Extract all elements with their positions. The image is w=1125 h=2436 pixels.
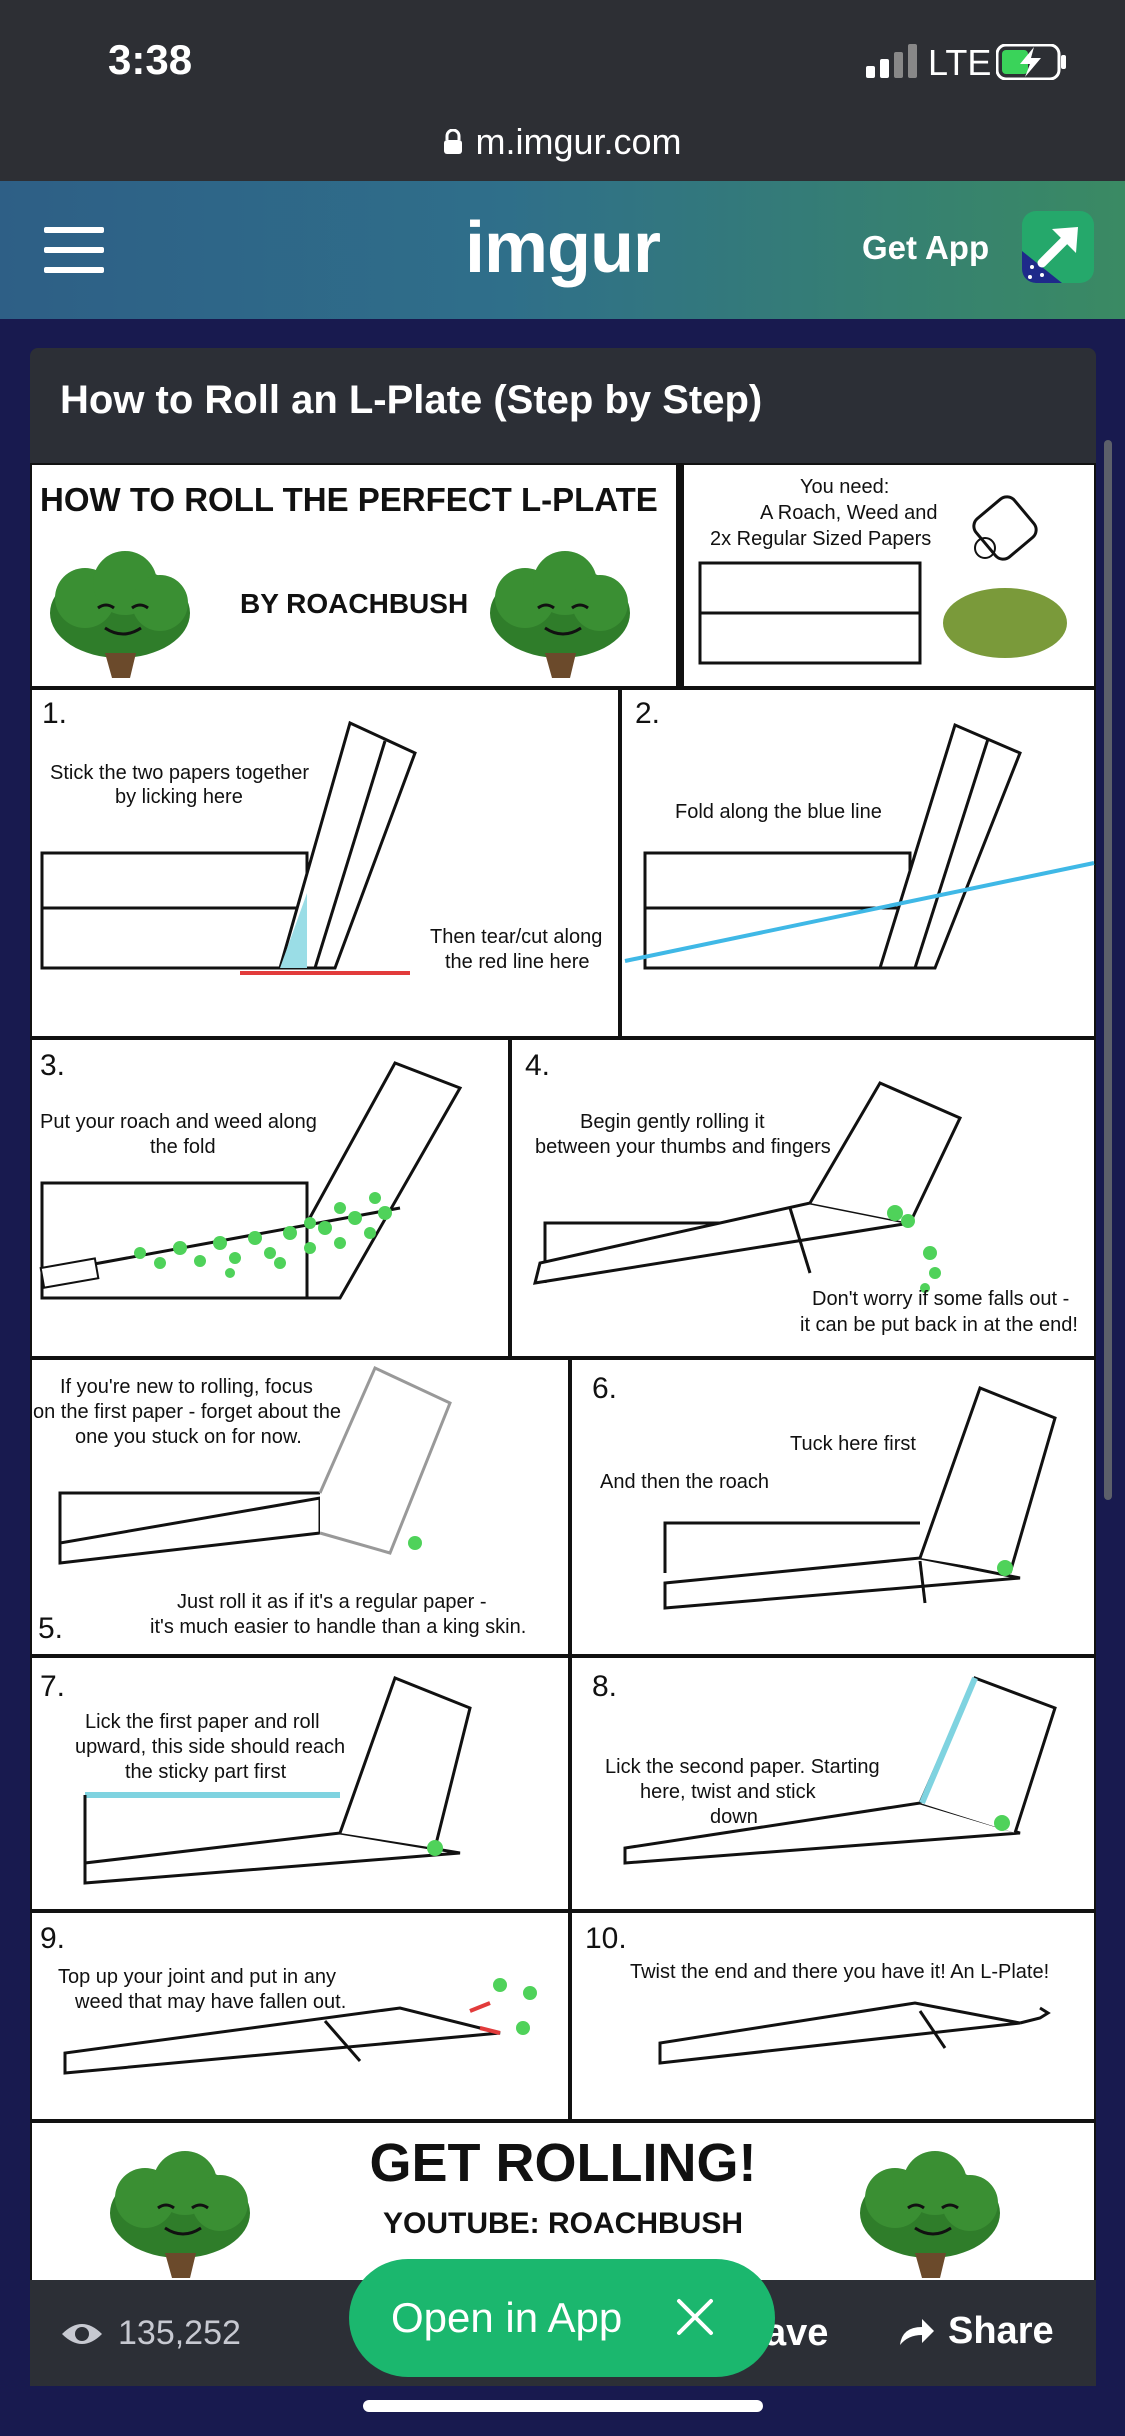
step-9-number: 9.	[40, 1922, 65, 1955]
share-label: Share	[948, 2310, 1054, 2352]
step-2-text-1: Fold along the blue line	[675, 801, 882, 823]
comic-drawing: HOW TO ROLL THE PERFECT L-PLATE BY ROACH…	[30, 461, 1096, 2386]
post-card: How to Roll an L-Plate (Step by Step)	[30, 348, 1096, 2386]
views-value: 135,252	[118, 2314, 241, 2352]
step-1-text-2: by licking here	[115, 786, 243, 808]
step-6-number: 6.	[592, 1372, 617, 1405]
open-in-app-label: Open in App	[391, 2294, 623, 2341]
step-4-panel: 4. Begin gently rolling it between your …	[508, 1036, 1096, 1360]
close-icon[interactable]	[671, 2293, 719, 2341]
views-count: 135,252	[60, 2314, 241, 2353]
step-4-number: 4.	[525, 1049, 550, 1082]
imgur-logo[interactable]: imgur	[464, 208, 661, 288]
step-1-text-3: Then tear/cut along	[430, 926, 602, 948]
step-8-number: 8.	[592, 1670, 617, 1703]
step-10-panel: 10. Twist the end and there you have it!…	[568, 1909, 1096, 2123]
step-5-text-4: Just roll it as if it's a regular paper …	[177, 1591, 487, 1613]
get-app-link[interactable]: Get App	[862, 229, 990, 266]
battery-charging-icon	[996, 44, 1066, 80]
step-1-text-4: the red line here	[445, 951, 590, 973]
step-7-text-3: the sticky part first	[125, 1761, 287, 1783]
step-10-text-1: Twist the end and there you have it! An …	[630, 1961, 1049, 1983]
comic-byline: BY ROACHBUSH	[240, 588, 468, 619]
eye-icon	[62, 2323, 102, 2344]
step-2-number: 2.	[635, 697, 660, 730]
step-6-text-2: And then the roach	[600, 1471, 769, 1493]
step-7-number: 7.	[40, 1670, 65, 1703]
lock-icon	[444, 129, 463, 154]
step-4-text-4: it can be put back in at the end!	[800, 1314, 1078, 1336]
step-3-text-2: the fold	[150, 1136, 216, 1158]
you-need-panel: You need: A Roach, Weed and 2x Regular S…	[680, 461, 1096, 690]
step-4-text-3: Don't worry if some falls out -	[812, 1288, 1069, 1310]
save-button[interactable]: ave	[765, 2312, 829, 2354]
roach-icon	[972, 495, 1038, 561]
step-7-panel: 7. Lick the first paper and roll upward,…	[30, 1654, 572, 1913]
site-header: imgur Get App	[0, 181, 1125, 319]
step-5-text-2: on the first paper - forget about the	[33, 1401, 341, 1423]
step-5-text-3: one you stuck on for now.	[75, 1426, 302, 1448]
step-8-text-1: Lick the second paper. Starting	[605, 1756, 880, 1778]
step-1-text-1: Stick the two papers together	[50, 762, 309, 784]
post-title: How to Roll an L-Plate (Step by Step)	[60, 378, 763, 422]
step-7-text-1: Lick the first paper and roll	[85, 1711, 320, 1733]
share-button[interactable]: Share	[896, 2310, 1054, 2353]
status-bar: 3:38 LTE	[0, 0, 1125, 115]
step-3-panel: 3. Put your roach and weed along the fol…	[30, 1036, 512, 1360]
step-8-panel: 8. Lick the second paper. Starting here,…	[568, 1654, 1096, 1913]
you-need-line-2: A Roach, Weed and	[760, 502, 938, 524]
url-text: m.imgur.com	[475, 121, 682, 162]
weed-crumbs	[134, 1192, 392, 1278]
footer-title: GET ROLLING!	[370, 2133, 757, 2193]
step-5-number: 5.	[38, 1612, 63, 1645]
network-type: LTE	[928, 42, 992, 83]
step-5-text-5: it's much easier to handle than a king s…	[150, 1616, 526, 1638]
weed-bud	[943, 588, 1067, 658]
step-8-text-3: down	[710, 1806, 758, 1828]
app-icon[interactable]	[1022, 211, 1094, 283]
step-9-text-1: Top up your joint and put in any	[58, 1966, 336, 1988]
step-4-text-1: Begin gently rolling it	[580, 1111, 765, 1133]
step-9-panel: 9. Top up your joint and put in any weed…	[30, 1909, 572, 2123]
step-7-text-2: upward, this side should reach	[75, 1736, 345, 1758]
step-6-panel: 6. Tuck here first And then the roach	[568, 1356, 1096, 1658]
you-need-line-3: 2x Regular Sized Papers	[710, 528, 931, 550]
step-1-number: 1.	[42, 697, 67, 730]
menu-hamburger-icon[interactable]	[44, 227, 104, 273]
url-bar[interactable]: m.imgur.com	[0, 115, 1125, 181]
step-2-panel: 2. Fold along the blue line	[618, 686, 1096, 1040]
status-time: 3:38	[108, 36, 193, 83]
step-8-text-2: here, twist and stick	[640, 1781, 817, 1803]
home-indicator[interactable]	[363, 2400, 763, 2412]
open-in-app-button[interactable]: Open in App	[349, 2259, 775, 2377]
signal-icon	[866, 44, 917, 78]
step-5-text-1: If you're new to rolling, focus	[60, 1376, 313, 1398]
comic-image[interactable]: HOW TO ROLL THE PERFECT L-PLATE BY ROACH…	[30, 461, 1096, 2386]
share-arrow-icon	[900, 2318, 934, 2345]
step-3-text-1: Put your roach and weed along	[40, 1111, 317, 1133]
you-need-line-1: You need:	[800, 476, 889, 498]
comic-heading: HOW TO ROLL THE PERFECT L-PLATE	[40, 481, 658, 518]
title-panel: HOW TO ROLL THE PERFECT L-PLATE BY ROACH…	[30, 461, 680, 690]
step-9-text-2: weed that may have fallen out.	[74, 1991, 346, 2013]
step-5-panel: If you're new to rolling, focus on the f…	[30, 1356, 572, 1658]
step-1-panel: 1. Stick the two papers together by lick…	[30, 686, 622, 1040]
step-3-number: 3.	[40, 1049, 65, 1082]
step-10-number: 10.	[585, 1922, 627, 1955]
footer-subtitle: YOUTUBE: ROACHBUSH	[383, 2207, 743, 2240]
step-6-text-1: Tuck here first	[790, 1433, 916, 1455]
scrollbar[interactable]	[1104, 440, 1112, 1500]
step-4-text-2: between your thumbs and fingers	[535, 1136, 831, 1158]
